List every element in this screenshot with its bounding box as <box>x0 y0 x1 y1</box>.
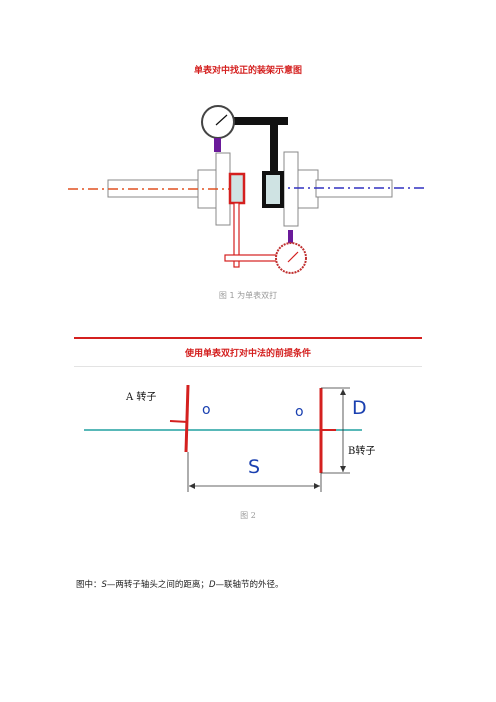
mark-o2: o <box>295 404 304 420</box>
section-divider <box>74 337 422 367</box>
upper-bracket-horizontal <box>228 117 288 125</box>
lower-dial-stem <box>288 230 293 244</box>
figure-note: 图中：S—两转子轴头之间的距离；D—联轴节的外径。 <box>76 578 284 590</box>
red-clamp <box>228 172 246 205</box>
mark-o1: o <box>202 402 211 418</box>
figure1-title: 单表对中找正的装架示意图 <box>193 66 302 76</box>
black-clamp <box>262 171 284 208</box>
rotor-b-label: B转子 <box>348 444 375 457</box>
d-label: D <box>352 397 367 419</box>
lower-dial-gauge <box>275 242 307 274</box>
figure2-diagram: A 转子 B转子 D S o o <box>84 384 375 492</box>
note-d-text: —联轴节的外径。 <box>215 580 284 590</box>
rotor-a-label: A 转子 <box>125 390 156 403</box>
figure1-diagram <box>68 105 425 274</box>
rotor-a-tick <box>169 420 189 423</box>
note-s-symbol: S <box>101 580 107 590</box>
section-title: 使用单表双打对中法的前提条件 <box>184 349 311 359</box>
right-flange <box>283 151 299 227</box>
note-prefix: 图中： <box>76 580 102 590</box>
red-bracket-vertical <box>233 202 240 268</box>
right-hub <box>297 169 319 209</box>
note-s-text: —两转子轴头之间的距离； <box>106 580 209 590</box>
d-arrow-top <box>340 389 346 395</box>
lower-dial-needle <box>287 251 299 263</box>
upper-dial-needle <box>215 114 228 126</box>
upper-dial-stem <box>214 138 221 152</box>
d-arrow-bottom <box>340 466 346 472</box>
figure1-caption: 图 1 为单表双打 <box>218 291 278 300</box>
upper-bracket-vertical <box>270 117 278 173</box>
figure2-caption: 图 2 <box>240 511 256 520</box>
upper-dial-gauge <box>201 105 235 139</box>
s-arrow-left <box>189 483 195 489</box>
s-arrow-right <box>314 483 320 489</box>
note-d-symbol: D <box>208 580 216 590</box>
rotor-a-face <box>184 384 190 453</box>
s-label: S <box>248 456 260 478</box>
